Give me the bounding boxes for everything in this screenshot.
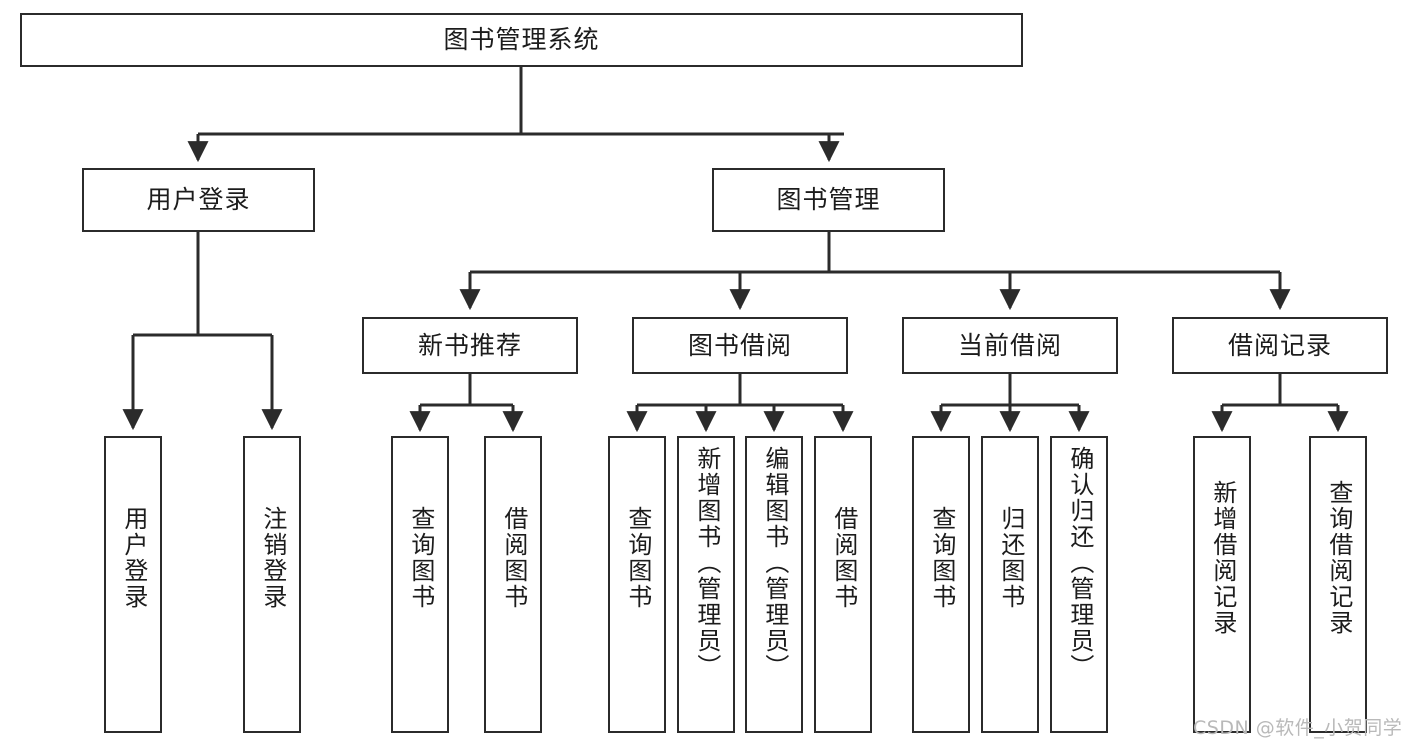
node-current-borrow[interactable]: 当前借阅 [902, 317, 1118, 374]
leaf-logout[interactable]: 注销登录 [243, 436, 301, 733]
node-new-book-recommend[interactable]: 新书推荐 [362, 317, 578, 374]
node-label: 图书管理 [776, 185, 881, 215]
node-label: 图书借阅 [687, 330, 792, 360]
csdn-watermark: CSDN @软件_小贺同学 [1193, 717, 1403, 739]
leaf-return-book[interactable]: 归还图书 [981, 436, 1039, 733]
leaf-borrow-book-recommend[interactable]: 借阅图书 [484, 436, 542, 733]
node-root-book-management-system[interactable]: 图书管理系统 [20, 13, 1023, 67]
node-label: 借阅图书 [499, 506, 528, 610]
node-label: 归还图书 [996, 506, 1025, 610]
leaf-borrow-book[interactable]: 借阅图书 [814, 436, 872, 733]
node-label: 注销登录 [258, 506, 287, 610]
node-borrow-record[interactable]: 借阅记录 [1172, 317, 1388, 374]
leaf-query-borrow-record[interactable]: 查询借阅记录 [1309, 436, 1367, 733]
node-user-login[interactable]: 用户登录 [82, 168, 315, 232]
node-label: 查询图书 [623, 506, 652, 610]
node-book-management[interactable]: 图书管理 [712, 168, 945, 232]
node-label: 查询图书 [406, 506, 435, 610]
leaf-edit-book-admin[interactable]: 编辑图书（管理员） [745, 436, 803, 733]
node-label: 查询图书 [927, 506, 956, 610]
node-label: 新增图书（管理员） [692, 446, 721, 680]
node-label: 确认归还（管理员） [1065, 446, 1094, 680]
node-book-borrow[interactable]: 图书借阅 [632, 317, 848, 374]
leaf-add-book-admin[interactable]: 新增图书（管理员） [677, 436, 735, 733]
node-label: 图书管理系统 [443, 25, 600, 55]
node-label: 借阅记录 [1227, 330, 1332, 360]
node-label: 用户登录 [146, 185, 251, 215]
node-label: 当前借阅 [957, 330, 1062, 360]
node-label: 借阅图书 [829, 506, 858, 610]
leaf-add-borrow-record[interactable]: 新增借阅记录 [1193, 436, 1251, 733]
node-label: 新书推荐 [417, 330, 522, 360]
leaf-confirm-return-admin[interactable]: 确认归还（管理员） [1050, 436, 1108, 733]
node-label: 新增借阅记录 [1208, 480, 1237, 636]
node-label: 编辑图书（管理员） [760, 446, 789, 680]
leaf-query-book-recommend[interactable]: 查询图书 [391, 436, 449, 733]
node-label: 查询借阅记录 [1324, 480, 1353, 636]
leaf-query-book-current[interactable]: 查询图书 [912, 436, 970, 733]
leaf-user-login[interactable]: 用户登录 [104, 436, 162, 733]
leaf-query-book-borrow[interactable]: 查询图书 [608, 436, 666, 733]
node-label: 用户登录 [119, 506, 148, 610]
